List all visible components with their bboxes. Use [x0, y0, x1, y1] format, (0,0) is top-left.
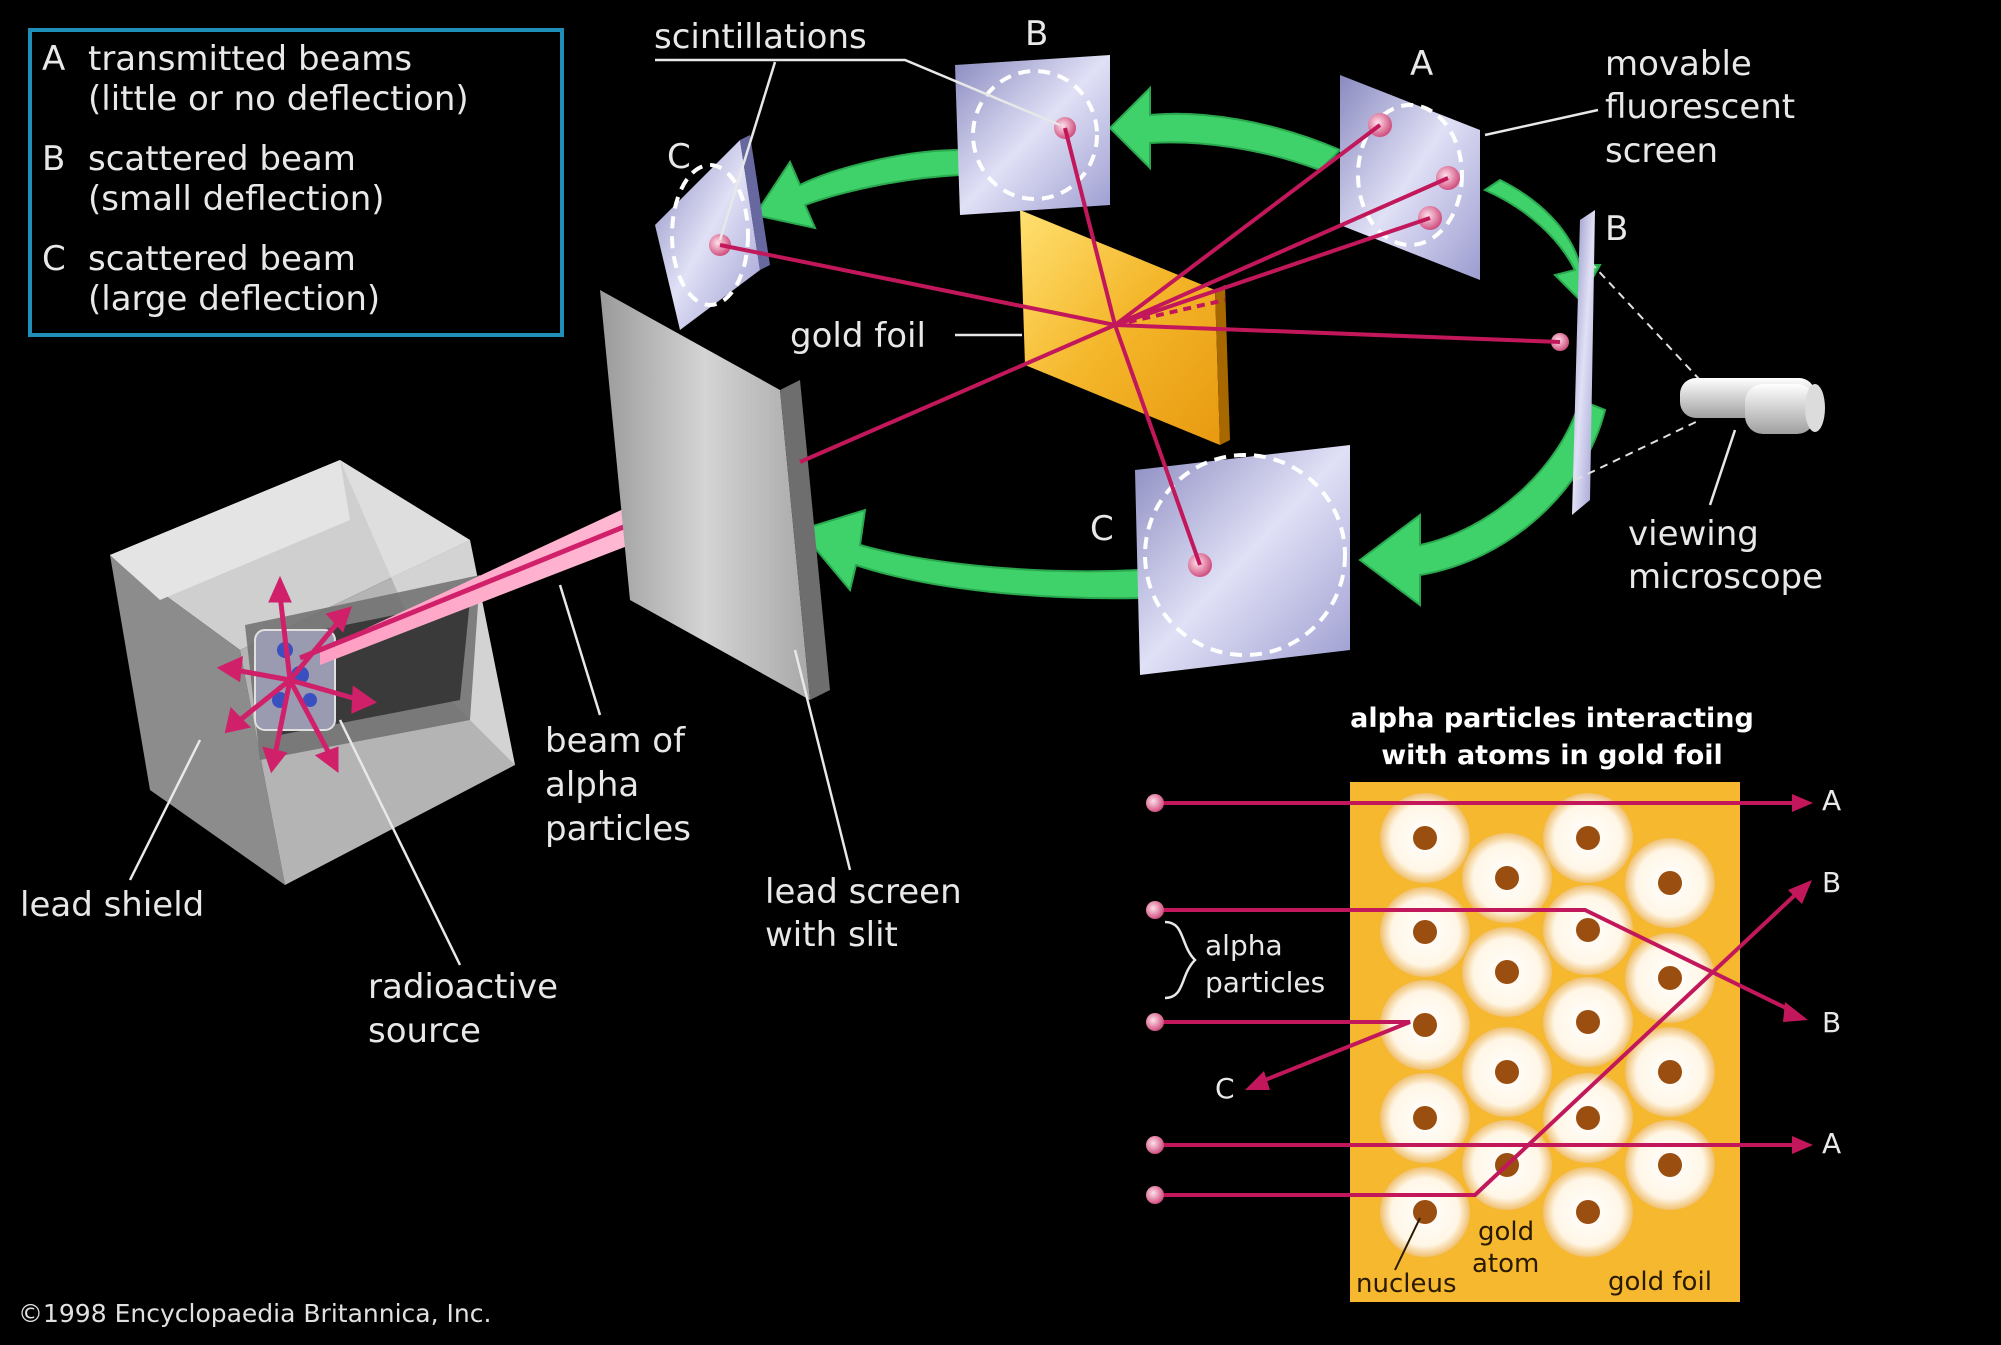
leader-scintillations-c	[718, 61, 777, 241]
legend-b-line1: scattered beam	[88, 139, 356, 179]
inset-label-b1: B	[1822, 866, 1841, 899]
nucleus-dot	[1576, 1010, 1600, 1034]
gold-foil-sheet	[1020, 210, 1230, 445]
label-source-2: source	[368, 1011, 481, 1051]
screen-c-bottom	[1135, 445, 1350, 675]
nucleus-dot	[1413, 826, 1437, 850]
label-screen-c-left: C	[667, 137, 691, 177]
legend-c-line1: scattered beam	[88, 239, 356, 279]
label-movable-3: screen	[1605, 131, 1718, 171]
leader-source	[338, 719, 462, 966]
legend-a-line1: transmitted beams	[88, 39, 412, 79]
label-screen-c-bottom: C	[1090, 509, 1114, 549]
nucleus-dot	[1658, 871, 1682, 895]
arrow-a-to-b	[1108, 85, 1342, 172]
nucleus-dot	[1576, 1106, 1600, 1130]
inset-gold-atom-2: atom	[1472, 1249, 1539, 1279]
leader-beam	[558, 584, 602, 716]
scattered-beams	[719, 123, 1561, 566]
nucleus-dot	[1495, 1060, 1519, 1084]
diagram-labels: scintillations B A C B C movable fluores…	[20, 14, 1823, 1051]
label-lead-screen-2: with slit	[765, 915, 898, 955]
viewing-microscope-device	[1574, 261, 1825, 481]
label-lead-screen-1: lead screen	[765, 872, 962, 912]
label-source-1: radioactive	[368, 967, 558, 1007]
arrow-c-to-lead	[798, 508, 1141, 600]
label-lead-shield: lead shield	[20, 885, 204, 925]
screen-c-left	[655, 135, 770, 330]
nucleus-dot	[1413, 1106, 1437, 1130]
inset-title-1: alpha particles interacting	[1350, 703, 1754, 734]
nucleus-dot	[1576, 826, 1600, 850]
inset-label-b2: B	[1822, 1006, 1841, 1039]
leader-nucleus	[1394, 1217, 1421, 1271]
label-viewing-2: microscope	[1628, 557, 1823, 597]
nucleus-dot	[1658, 1060, 1682, 1084]
nucleus-dot	[1413, 920, 1437, 944]
legend-key-c: C	[42, 239, 66, 279]
label-viewing-1: viewing	[1628, 514, 1759, 554]
screen-a-top	[1340, 75, 1480, 280]
leader-lead-screen	[793, 649, 852, 871]
inset-title-2: with atoms in gold foil	[1381, 740, 1723, 771]
nucleus-dot	[1495, 866, 1519, 890]
legend-border	[28, 28, 564, 337]
nucleus-dot	[1576, 1200, 1600, 1224]
leader-scintillations-b	[655, 58, 1061, 127]
screen-b-top	[955, 55, 1110, 215]
inset-gold-foil-label: gold foil	[1608, 1267, 1712, 1297]
label-movable-1: movable	[1605, 44, 1752, 84]
nucleus-dot	[1413, 1200, 1437, 1224]
inset-alpha-1: alpha	[1205, 929, 1283, 962]
leader-movable	[1484, 108, 1599, 137]
legend-c-line2: (large deflection)	[88, 279, 380, 319]
label-movable-2: fluorescent	[1605, 87, 1795, 127]
inset-label-a2: A	[1822, 1127, 1841, 1160]
inset-label-a1: A	[1822, 784, 1841, 817]
inset-arrowheads	[1245, 794, 1813, 1154]
label-screen-b-top: B	[1025, 14, 1048, 54]
nucleus-dot	[1413, 1013, 1437, 1037]
nucleus-dot	[1658, 966, 1682, 990]
label-beam-1: beam of	[545, 721, 686, 761]
inset-nucleus: nucleus	[1356, 1269, 1457, 1299]
rotation-arrows	[753, 85, 1607, 607]
legend: A transmitted beams (little or no deflec…	[28, 28, 564, 337]
inset-label-c: C	[1215, 1072, 1235, 1105]
copyright: ©1998 Encyclopaedia Britannica, Inc.	[18, 1299, 491, 1328]
inset-gold-atom-1: gold	[1478, 1217, 1534, 1247]
atom-inset: alpha particles interacting with atoms i…	[1146, 703, 1841, 1302]
alpha-particle-dots	[1146, 794, 1164, 1204]
gold-atoms	[1380, 793, 1715, 1257]
nucleus-dot	[1658, 1153, 1682, 1177]
legend-b-line2: (small deflection)	[88, 179, 385, 219]
label-scintillations: scintillations	[654, 17, 867, 57]
legend-key-b: B	[42, 139, 65, 179]
arrow-right-to-c	[1358, 398, 1607, 607]
label-beam-2: alpha	[545, 765, 639, 805]
legend-a-line2: (little or no deflection)	[88, 79, 469, 119]
label-screen-a-top: A	[1410, 44, 1433, 84]
legend-key-a: A	[42, 39, 65, 79]
label-gold-foil: gold foil	[790, 316, 926, 356]
lead-shield	[110, 460, 515, 885]
leader-microscope	[1708, 429, 1737, 506]
label-screen-b-right: B	[1605, 209, 1628, 249]
inset-alpha-2: particles	[1205, 966, 1325, 999]
nucleus-dot	[1495, 960, 1519, 984]
nucleus-dot	[1576, 918, 1600, 942]
arrow-b-to-c	[753, 148, 961, 230]
inset-beams	[1155, 801, 1797, 1197]
alpha-bracket	[1164, 920, 1197, 1000]
label-beam-3: particles	[545, 809, 691, 849]
leader-lead-shield	[128, 739, 202, 881]
lead-screen	[600, 290, 830, 700]
